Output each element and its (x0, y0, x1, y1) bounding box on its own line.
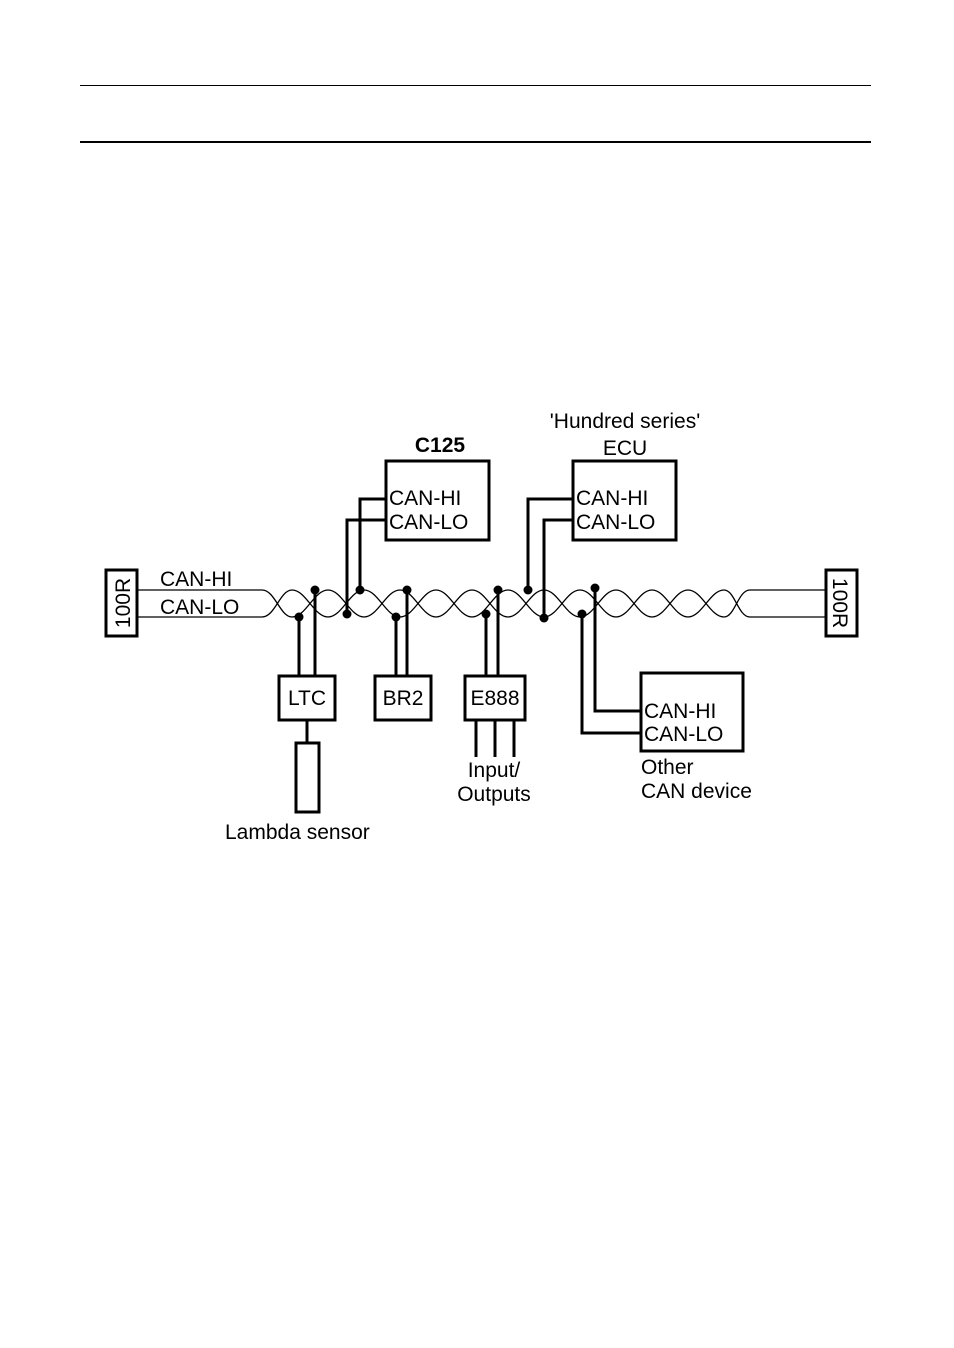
c125-lo-wire (347, 520, 386, 614)
bus-can-lo-label: CAN-LO (160, 596, 239, 619)
c125-title: C125 (415, 434, 466, 457)
ecu-title-line2: ECU (603, 437, 647, 460)
bus-can-hi-label: CAN-HI (160, 568, 232, 591)
other-can-lo-label: CAN-LO (644, 723, 723, 746)
ecu-lo-wire (544, 520, 573, 618)
c125-can-hi-label: CAN-HI (389, 487, 461, 510)
c125-can-lo-label: CAN-LO (389, 511, 468, 534)
c125-hi-wire (360, 499, 386, 590)
other-caption-line1: Other (641, 756, 694, 779)
other-hi-wire (595, 588, 641, 711)
ecu-title-line1: 'Hundred series' (550, 410, 700, 433)
ecu-hi-wire (528, 499, 573, 590)
junction-dot (540, 614, 549, 623)
ecu-can-lo-label: CAN-LO (576, 511, 655, 534)
other-can-hi-label: CAN-HI (644, 700, 716, 723)
terminator-right-label: 100R (828, 578, 851, 628)
junction-dot (392, 613, 401, 622)
junction-dot (311, 586, 320, 595)
junction-dot (295, 613, 304, 622)
junction-dot (356, 586, 365, 595)
junction-dot (343, 610, 352, 619)
junction-dot (403, 586, 412, 595)
junction-dot (591, 584, 600, 593)
terminator-left-label: 100R (112, 578, 135, 628)
junction-dot (482, 610, 491, 619)
junction-dot (578, 610, 587, 619)
ecu-can-hi-label: CAN-HI (576, 487, 648, 510)
lambda-sensor (296, 743, 319, 812)
e888-io-label-line2: Outputs (457, 783, 531, 806)
junction-dot (494, 586, 503, 595)
br2-label: BR2 (383, 687, 424, 710)
lambda-sensor-label: Lambda sensor (225, 821, 370, 844)
ltc-label: LTC (288, 687, 326, 710)
junction-dot (524, 586, 533, 595)
e888-label: E888 (470, 687, 519, 710)
other-caption-line2: CAN device (641, 780, 752, 803)
e888-io-label-line1: Input/ (468, 759, 521, 782)
other-lo-wire (582, 614, 641, 733)
